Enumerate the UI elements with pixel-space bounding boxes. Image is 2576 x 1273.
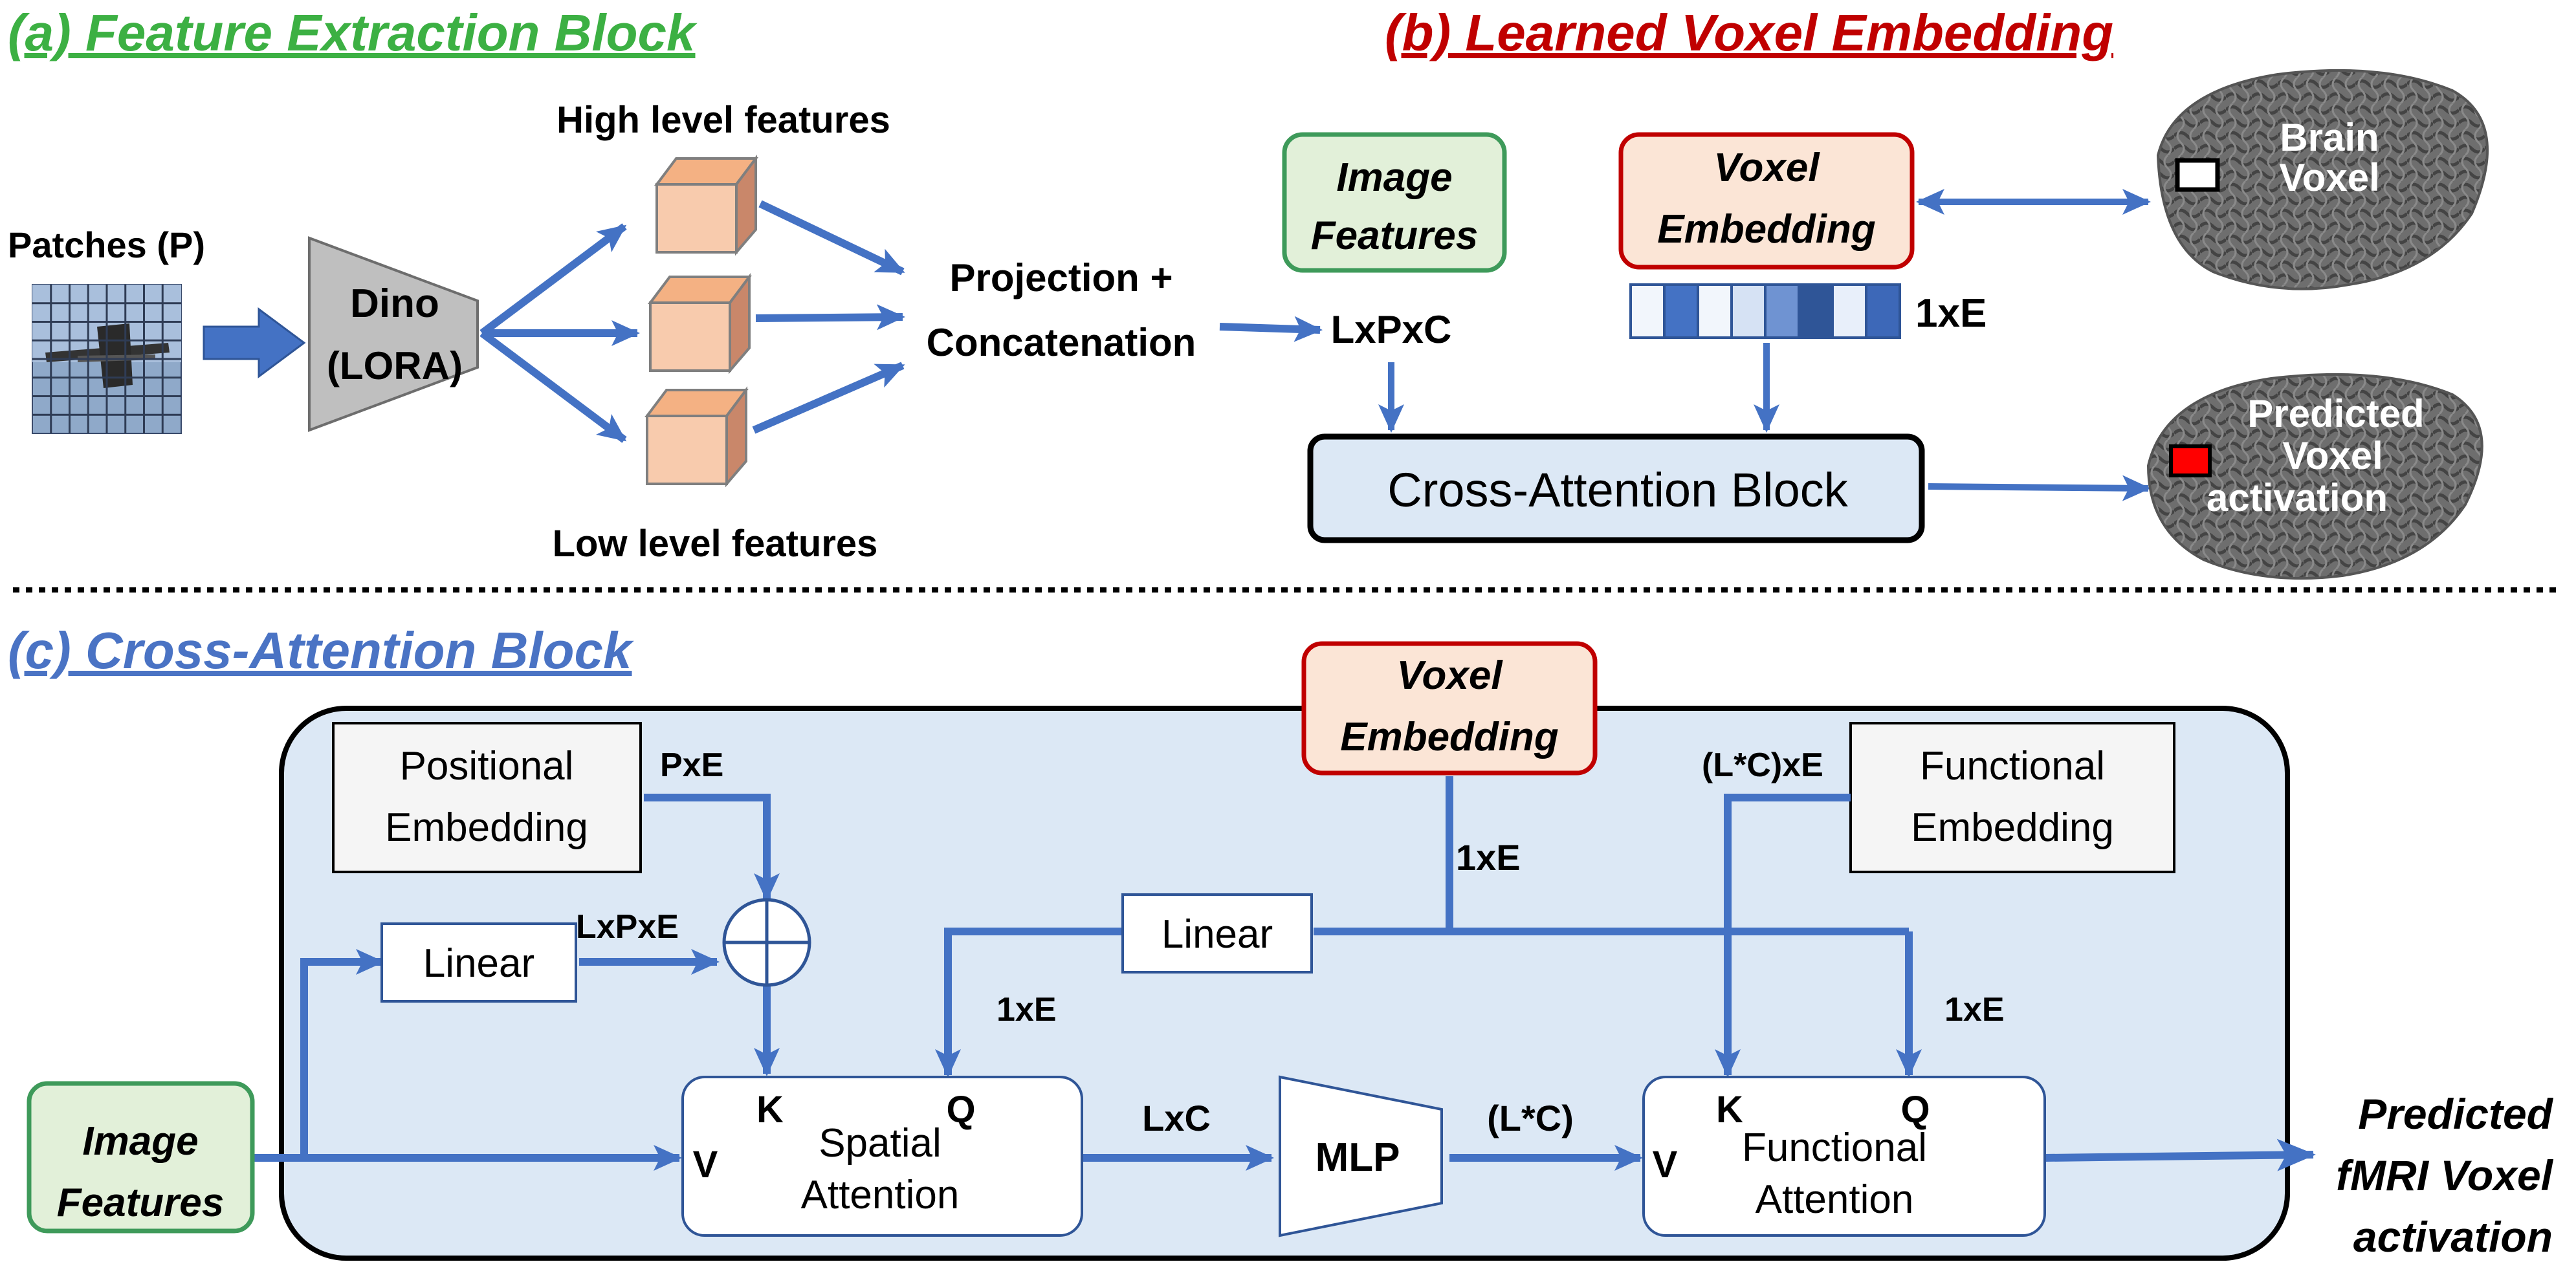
functional-embedding-box (1849, 722, 2175, 873)
lxc-label: LxC (1142, 1098, 1211, 1138)
center-1xe-label: 1xE (1456, 837, 1521, 878)
predicted-label-2: Voxel (2282, 434, 2383, 477)
features-to-projection-arrows (752, 200, 905, 434)
functional-label-1: Functional (1920, 744, 2105, 789)
functional-attention-label-2: Attention (1756, 1177, 1914, 1222)
projection-label: Projection + (949, 256, 1172, 299)
image-features-c-label-1: Image (82, 1119, 198, 1164)
embedding-vector (1629, 283, 1901, 339)
spatial-attention-label-2: Attention (801, 1173, 960, 1217)
panel-b-title: (b) Learned Voxel Embedding (1385, 4, 2113, 61)
predicted-label-1: Predicted (2247, 392, 2424, 435)
spatial-k-label: K (756, 1089, 784, 1131)
embedding-dim-label: 1xE (1915, 291, 1987, 336)
mlp-label: MLP (1316, 1135, 1400, 1180)
mlp-block (1279, 1075, 1443, 1237)
linear-center-box (1121, 893, 1313, 974)
image-features-label-1: Image (1336, 155, 1452, 200)
high-level-feature-cube (654, 155, 758, 256)
lcxe-label: (L*C)xE (1702, 746, 1823, 784)
functional-label-2: Embedding (1911, 805, 2114, 850)
high-level-features-label: High level features (556, 99, 890, 141)
cross-attention-block-box (1307, 433, 1925, 543)
positional-embedding-box (332, 722, 642, 873)
brain-label: Brain (2280, 116, 2379, 159)
panel-a-title: (a) Feature Extraction Block (8, 4, 698, 61)
voxel-embedding-box-c (1301, 641, 1598, 776)
concatenation-label: Concatenation (927, 321, 1196, 364)
output-label-3: activation (2353, 1213, 2553, 1261)
output-label-1: Predicted (2358, 1090, 2553, 1138)
cross-attention-to-prediction-arrow (1928, 475, 2151, 501)
positional-label-1: Positional (400, 744, 574, 789)
image-features-box-c (27, 1081, 255, 1234)
output-label-2: fMRI Voxel (2336, 1151, 2554, 1199)
voxel-embedding-label-2: Embedding (1657, 207, 1876, 252)
lxpxe-label: LxPxE (576, 908, 679, 946)
voxel-embedding-c-label-2: Embedding (1340, 715, 1559, 759)
voxel-embedding-label-1: Voxel (1713, 146, 1820, 190)
predicted-voxel-brain-image: Predicted Voxel activation (2146, 373, 2483, 580)
panel-c-title: (c) Cross-Attention Block (8, 622, 634, 679)
linear-left-label: Linear (423, 941, 534, 986)
image-patches (32, 284, 182, 434)
voxel-embedding-c-label-1: Voxel (1396, 653, 1503, 698)
image-features-box-top (1282, 132, 1507, 273)
image-features-label-2: Features (1311, 213, 1478, 258)
add-operator (722, 898, 811, 987)
functional-v-label: V (1653, 1144, 1678, 1186)
spatial-v-label: V (693, 1144, 718, 1186)
left-1xe-label: 1xE (996, 991, 1057, 1028)
lxpxc-label: LxPxC (1331, 308, 1452, 351)
mid-level-feature-cube (648, 273, 752, 375)
functional-k-label: K (1716, 1089, 1743, 1131)
linear-left-box (380, 922, 577, 1003)
low-level-features-label: Low level features (553, 523, 878, 565)
panel-c-connectors (252, 776, 2316, 1171)
linear-center-label: Linear (1161, 912, 1273, 957)
pxe-label: PxE (660, 746, 723, 784)
spatial-q-label: Q (946, 1089, 975, 1131)
predicted-label-3: activation (2207, 476, 2388, 519)
voxel-label: Voxel (2279, 156, 2380, 199)
voxel-embedding-box-top (1618, 132, 1915, 270)
functional-attention-label-1: Functional (1742, 1126, 1927, 1170)
brain-voxel-image: Brain Voxel (2156, 69, 2489, 290)
lc-label: (L*C) (1487, 1098, 1574, 1138)
patches-label: Patches (P) (8, 224, 205, 265)
projection-to-lxpxc-arrow (1219, 316, 1323, 342)
dino-lora-label: (LORA) (327, 344, 463, 387)
image-features-c-label-2: Features (57, 1181, 224, 1225)
functional-q-label: Q (1900, 1089, 1930, 1131)
spatial-attention-box (681, 1076, 1083, 1237)
dino-to-features-arrows (479, 223, 640, 443)
spatial-attention-label-1: Spatial (819, 1121, 941, 1166)
cross-attention-label: Cross-Attention Block (1387, 463, 1848, 517)
functional-attention-box (1642, 1076, 2046, 1237)
patches-to-dino-arrow (203, 307, 306, 378)
low-level-feature-cube (644, 386, 749, 488)
right-1xe-label: 1xE (1944, 991, 2005, 1028)
dino-label: Dino (350, 281, 439, 326)
positional-label-2: Embedding (385, 805, 588, 850)
dino-encoder (308, 236, 479, 432)
